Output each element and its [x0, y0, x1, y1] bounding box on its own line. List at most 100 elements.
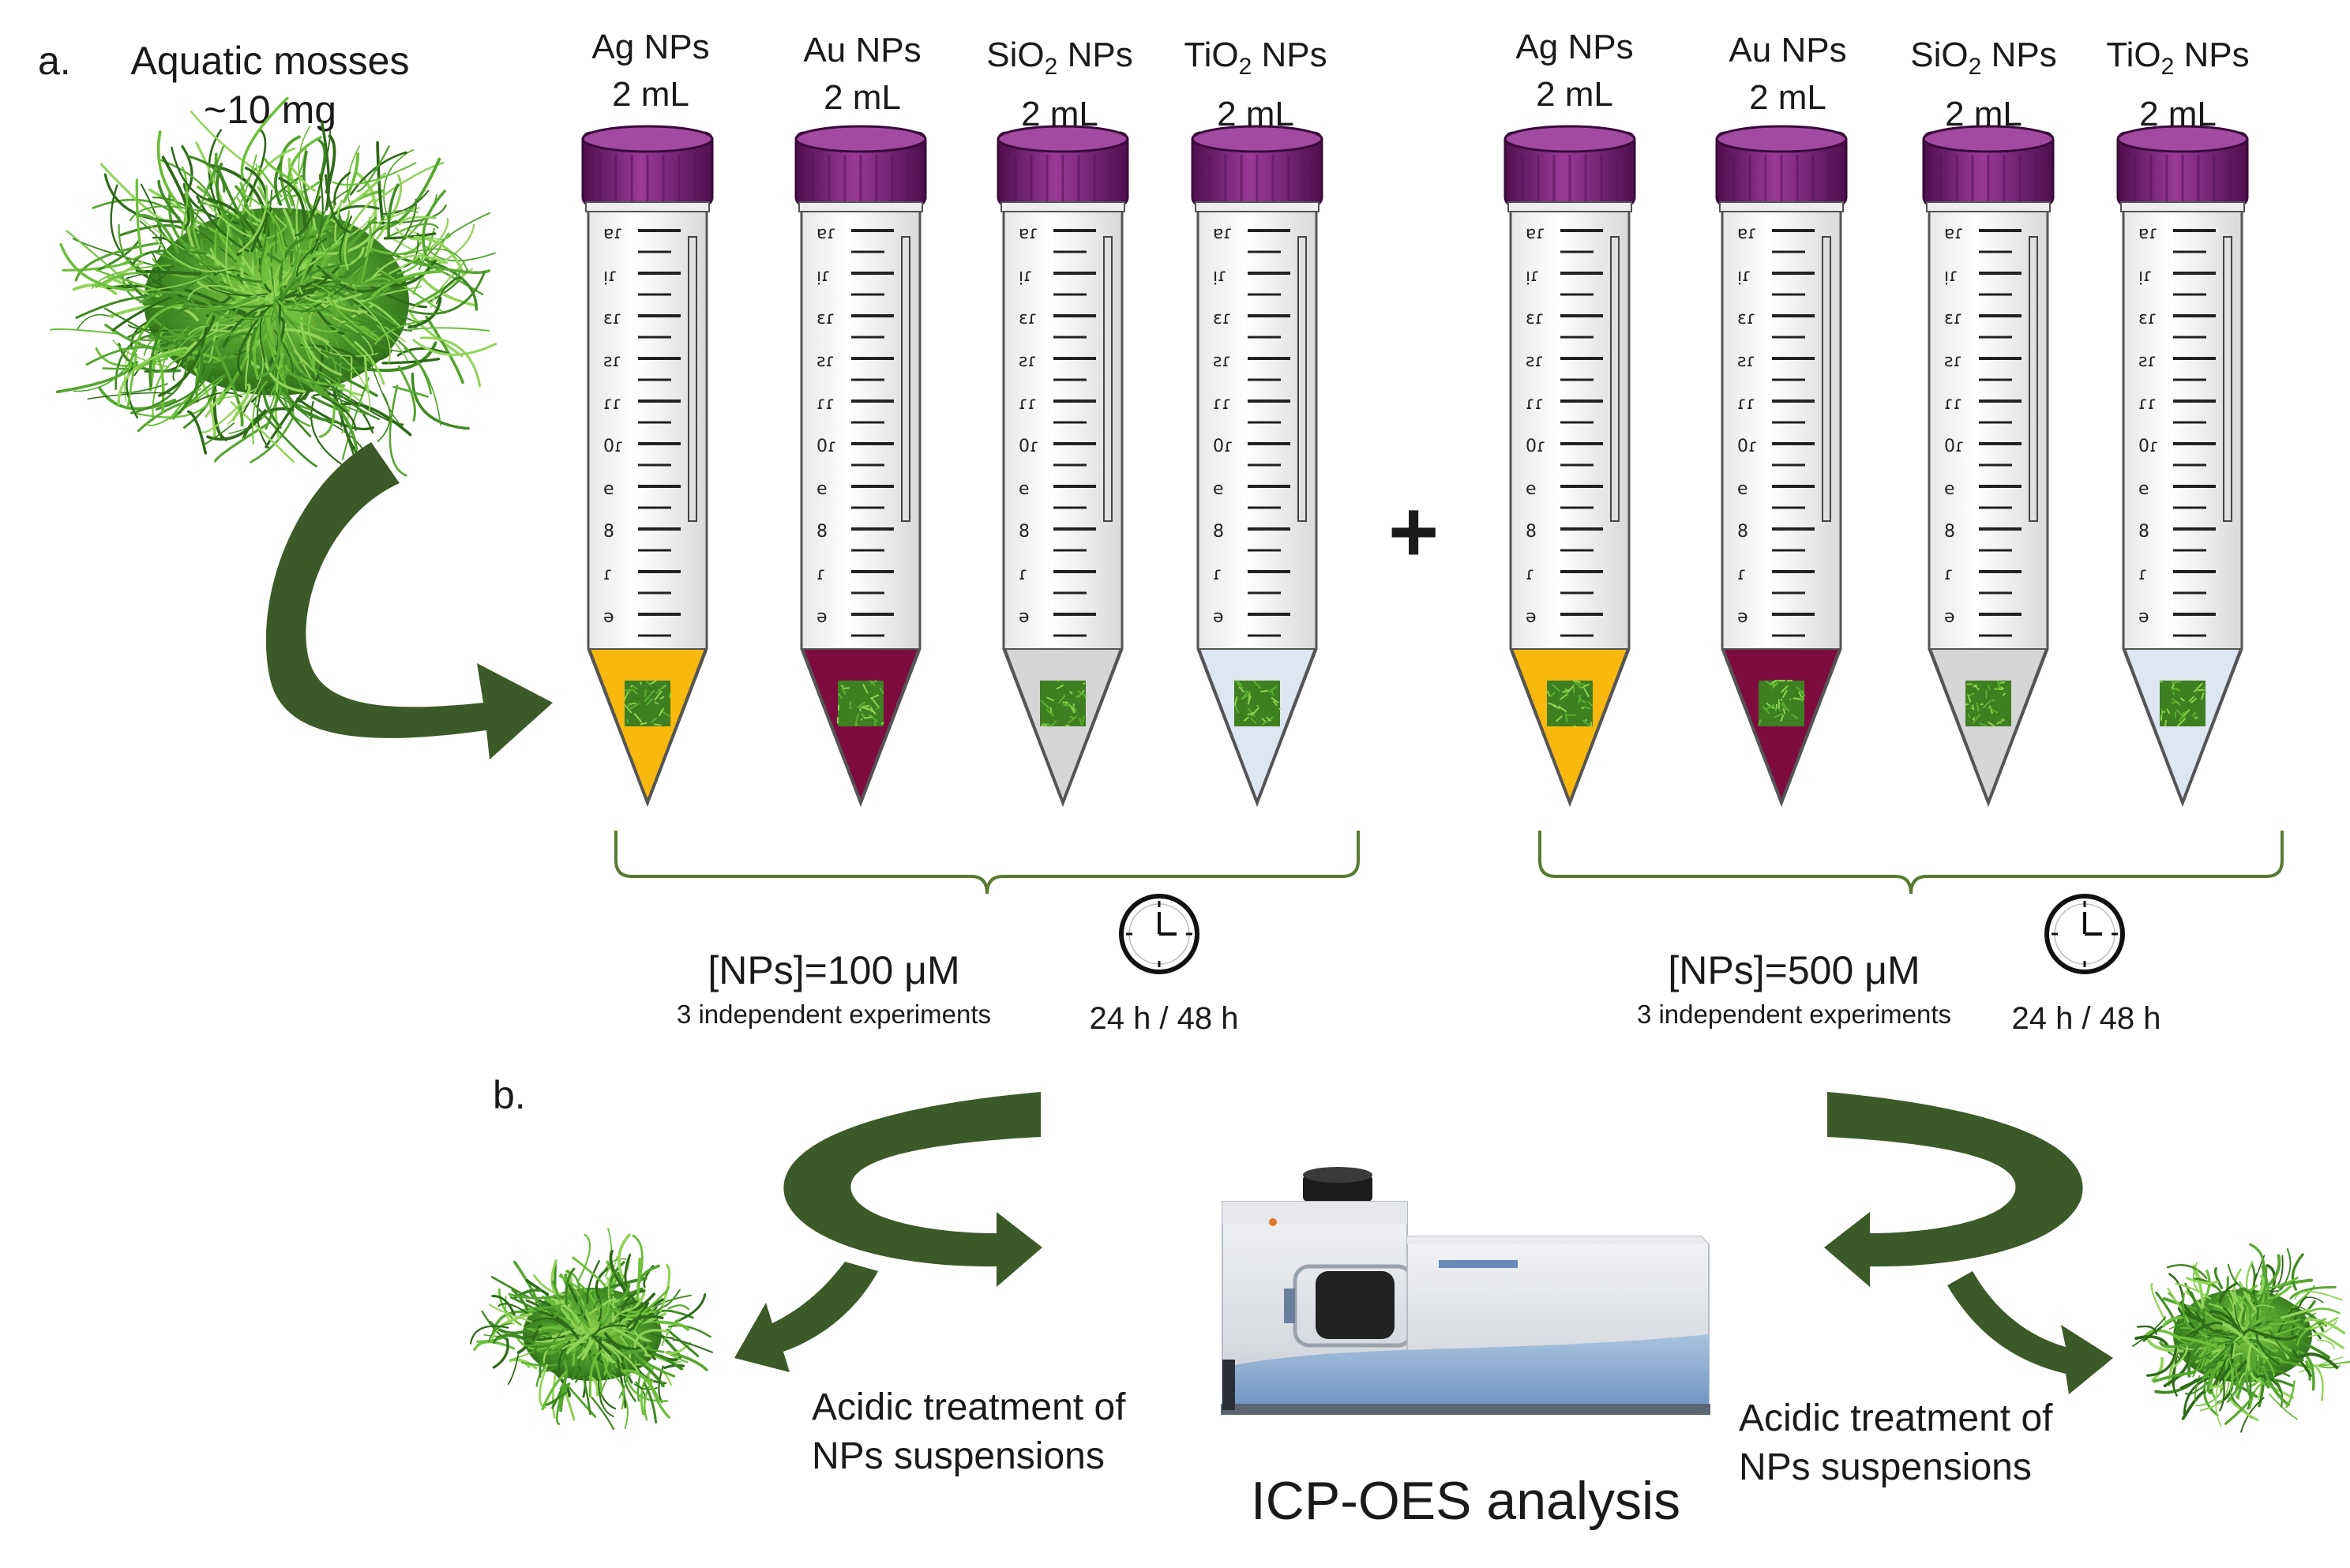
graduation-label: ə — [1213, 607, 1224, 627]
graduation-label: ƨɾ — [816, 351, 835, 371]
graduation-label: ɛɾ — [1213, 309, 1232, 328]
graduation-label: ɾɾ — [1944, 394, 1962, 414]
graduation-label: ᴉɾ — [1944, 266, 1958, 286]
graduation-label: ƨɾ — [1737, 351, 1755, 371]
graduation-label: 8 — [1213, 522, 1224, 542]
moss-sample-icon — [2159, 680, 2206, 727]
graduation-label: ɐɾ — [2138, 223, 2158, 243]
graduation-label: ᴉɾ — [2138, 266, 2153, 286]
concentration-100: [NPs]=100 μM — [708, 948, 960, 992]
graduation-label: ɛɾ — [1737, 309, 1756, 328]
tube-label-au-1: Au NPs 2 mL — [760, 27, 965, 122]
graduation-label: ɾɾ — [816, 394, 835, 414]
graduation-label: ə — [603, 607, 614, 627]
graduation-label: 0ɾ — [816, 437, 837, 456]
graduation-label: ᴉɾ — [603, 266, 618, 286]
moss-sample-icon — [1758, 680, 1805, 726]
tube-volume: 2 mL — [1749, 78, 1826, 117]
graduation-label: ə — [1526, 607, 1537, 627]
graduation-label: e — [2138, 479, 2149, 499]
icp-oes-caption: ICP-OES analysis — [1250, 1471, 1681, 1531]
graduation-label: ɾɾ — [2138, 394, 2157, 414]
graduation-label: ᴉɾ — [1737, 266, 1751, 286]
experiments-note-2: 3 independent experiments — [1636, 1000, 1952, 1029]
moss-title-line1: Aquatic mosses — [130, 39, 410, 83]
graduation-label: ƨɾ — [1944, 351, 1962, 371]
graduation-label: ɛɾ — [1944, 309, 1963, 328]
moss-sample-icon — [837, 680, 884, 727]
graduation-label: 8 — [1944, 522, 1955, 542]
graduation-label: ɾɾ — [603, 394, 621, 414]
icp-oes-instrument — [1221, 1167, 1710, 1415]
graduation-label: ɐɾ — [1526, 223, 1545, 243]
left-acid-caption: Acidic treatment of NPs suspensions — [812, 1383, 1191, 1481]
graduation-label: ᴉɾ — [816, 266, 831, 286]
graduation-label: ɾɾ — [1737, 394, 1755, 414]
moss-clump-icon — [2132, 1243, 2350, 1433]
graduation-label: ɾ — [603, 565, 613, 584]
moss-sample-icon — [1233, 680, 1281, 727]
tube-volume: 2 mL — [612, 75, 689, 114]
graduation-label: ə — [1019, 607, 1030, 627]
graduation-label: ɐɾ — [1944, 223, 1964, 243]
graduation-label: e — [816, 479, 828, 499]
graduation-label: ɐɾ — [603, 223, 623, 243]
graduation-label: e — [603, 479, 614, 499]
moss-clump-icon — [469, 1228, 713, 1431]
caption-line: NPs suspensions — [812, 1435, 1105, 1477]
swirl-arrow-left — [734, 1092, 1042, 1372]
graduation-label: ɛɾ — [1526, 309, 1545, 328]
caption-line: NPs suspensions — [1739, 1446, 2032, 1488]
graduation-label: ɐɾ — [1737, 223, 1757, 243]
graduation-label: ɾ — [1944, 565, 1954, 584]
graduation-label: e — [1944, 479, 1955, 499]
tube-volume: 2 mL — [1536, 75, 1613, 114]
graduation-label: ə — [2138, 607, 2149, 627]
right-acid-caption: Acidic treatment of NPs suspensions — [1739, 1394, 2118, 1492]
tube-name: Au NPs — [803, 31, 922, 69]
graduation-label: ɛɾ — [816, 309, 835, 328]
bracket-group-2 — [1538, 831, 2284, 895]
bracket-group-1 — [614, 831, 1360, 895]
graduation-label: ƨɾ — [603, 351, 621, 371]
graduation-label: ɾ — [1019, 565, 1028, 584]
incubation-time-1: 24 h / 48 h — [1089, 1001, 1239, 1036]
graduation-label: 0ɾ — [1526, 437, 1546, 456]
panel-a-label: a. — [38, 39, 71, 83]
tube-volume: 2 mL — [824, 78, 901, 117]
graduation-label: 0ɾ — [1944, 437, 1965, 456]
graduation-label: ɾ — [816, 565, 826, 584]
graduation-label: ɐɾ — [816, 223, 836, 243]
graduation-label: ᴉɾ — [1213, 266, 1227, 286]
graduation-label: ə — [816, 607, 828, 627]
moss-sample-icon — [624, 680, 671, 726]
graduation-label: ə — [1944, 607, 1955, 627]
graduation-label: 8 — [1019, 522, 1030, 542]
caption-line: Acidic treatment of — [1739, 1397, 2053, 1439]
graduation-label: 8 — [603, 522, 614, 542]
graduation-label: 0ɾ — [603, 437, 624, 456]
graduation-label: ƨɾ — [1526, 351, 1544, 371]
caption-line: Acidic treatment of — [812, 1386, 1126, 1428]
graduation-label: ɛɾ — [603, 309, 622, 328]
graduation-label: ɛɾ — [1019, 309, 1038, 328]
tube-label-au-2: Au NPs 2 mL — [1685, 27, 1890, 122]
tube-label-ag-2: Ag NPs 2 mL — [1472, 24, 1677, 118]
moss-sample-icon — [1546, 680, 1594, 727]
graduation-label: ɾɾ — [1019, 394, 1037, 414]
graduation-label: e — [1526, 479, 1537, 499]
moss-clump-icon — [50, 96, 497, 477]
graduation-label: ɐɾ — [1019, 223, 1038, 243]
moss-sample-icon — [1965, 680, 2011, 727]
graduation-label: ɐɾ — [1213, 223, 1233, 243]
moss-title: Aquatic mosses ~10 mg — [104, 36, 436, 134]
graduation-label: e — [1019, 479, 1030, 499]
graduation-label: e — [1213, 479, 1224, 499]
graduation-label: 8 — [816, 522, 828, 542]
